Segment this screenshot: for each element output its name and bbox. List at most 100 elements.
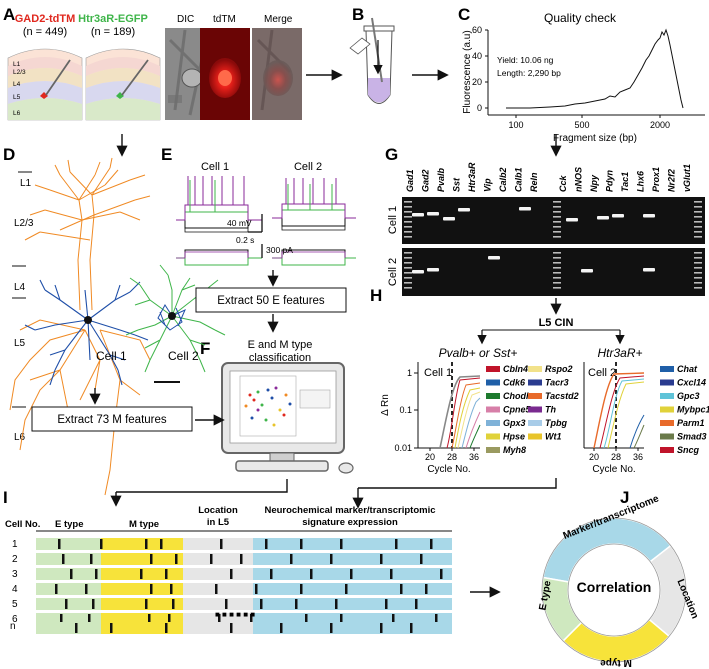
ladder-band bbox=[404, 272, 412, 274]
feature-mark bbox=[230, 623, 233, 633]
feature-mark bbox=[255, 584, 258, 594]
ladder-band bbox=[553, 216, 561, 218]
e-type-cell bbox=[36, 553, 101, 565]
feature-mark bbox=[58, 539, 61, 549]
panel-f: E and M type classification bbox=[195, 339, 354, 474]
legend-swatch bbox=[660, 379, 674, 386]
e-type-cell bbox=[36, 622, 101, 634]
extract-e-box bbox=[195, 287, 347, 313]
h-xtick-r-20: 20 bbox=[589, 452, 599, 462]
feature-mark bbox=[145, 539, 148, 549]
arrows-to-i bbox=[110, 478, 557, 509]
feature-mark bbox=[85, 584, 88, 594]
legend-label: Chodl bbox=[503, 391, 529, 401]
i-col-loc-1: Location bbox=[198, 505, 238, 516]
gene-label: vGlut1 bbox=[682, 164, 692, 192]
ladder-band bbox=[553, 201, 561, 203]
feature-mark bbox=[280, 623, 283, 633]
qc-xtick-2000: 2000 bbox=[650, 120, 670, 130]
ladder-band bbox=[553, 262, 561, 264]
feature-mark bbox=[55, 584, 58, 594]
row-number: 3 bbox=[12, 569, 18, 580]
ladder-band bbox=[694, 216, 702, 218]
legend-swatch bbox=[528, 379, 542, 386]
gene-label: Pdyn bbox=[605, 169, 615, 192]
h-xtick-l-20: 20 bbox=[425, 452, 435, 462]
feature-mark bbox=[390, 569, 393, 579]
legend-label: Tacr3 bbox=[545, 378, 569, 388]
legend-swatch bbox=[528, 406, 542, 413]
panel-j: Correlation Marker/transcriptome Locatio… bbox=[538, 493, 701, 668]
feature-mark bbox=[88, 614, 91, 624]
legend-label: Sncg bbox=[677, 445, 700, 455]
qc-length: Length: 2,290 bp bbox=[497, 68, 561, 78]
ladder-band bbox=[553, 267, 561, 269]
i-col-e: E type bbox=[55, 519, 84, 530]
feature-mark bbox=[310, 569, 313, 579]
panel-label-c: C bbox=[458, 5, 470, 24]
donut-mtype-label: M type bbox=[600, 657, 632, 668]
legend-swatch bbox=[486, 447, 500, 453]
ladder-band bbox=[404, 201, 412, 203]
legend-label: Wt1 bbox=[545, 432, 562, 442]
feature-mark bbox=[60, 614, 63, 624]
panel-label-f: F bbox=[200, 339, 210, 358]
gene-label: Calb1 bbox=[514, 167, 524, 192]
ladder-band bbox=[404, 206, 412, 208]
donut-hole bbox=[567, 543, 661, 637]
m-type-cell bbox=[101, 622, 183, 634]
location-cell bbox=[183, 583, 253, 595]
feature-mark bbox=[395, 539, 398, 549]
feature-mark bbox=[240, 554, 243, 564]
feature-mark bbox=[300, 539, 303, 549]
gel-band bbox=[612, 214, 624, 218]
tdtm-image bbox=[200, 28, 250, 120]
ladder-band bbox=[553, 231, 561, 233]
donut-etype-label: E type bbox=[538, 579, 554, 611]
h-left-title: Pvalb+ or Sst+ bbox=[439, 346, 518, 360]
panel-label-g: G bbox=[385, 145, 398, 164]
ladder-band bbox=[404, 231, 412, 233]
gel-row-label-2: Cell 2 bbox=[387, 258, 399, 286]
legend-swatch bbox=[486, 433, 500, 440]
ladder-band bbox=[694, 231, 702, 233]
row-number: 5 bbox=[12, 599, 18, 610]
gene-label: Lhx6 bbox=[636, 170, 646, 192]
ladder-band bbox=[553, 226, 561, 228]
ladder-band bbox=[404, 236, 412, 238]
feature-mark bbox=[75, 623, 78, 633]
e-type-cell bbox=[36, 568, 101, 580]
i-col-m: M type bbox=[129, 519, 159, 530]
legend-label: Cbln4 bbox=[503, 364, 528, 374]
feature-mark bbox=[330, 623, 333, 633]
feature-mark bbox=[350, 569, 353, 579]
feature-mark bbox=[345, 584, 348, 594]
location-cell bbox=[183, 538, 253, 550]
gene-label: Reln bbox=[529, 172, 539, 192]
panel-d: L1 L2/3 L4 L5 L6 Cell 1 bbox=[9, 134, 226, 496]
ladder-band bbox=[694, 287, 702, 289]
ladder-band bbox=[694, 211, 702, 213]
feature-mark bbox=[168, 614, 171, 624]
legend-label: Cxcl14 bbox=[677, 378, 706, 388]
ladder-band bbox=[404, 257, 412, 259]
legend-label: Mybpc1 bbox=[677, 405, 709, 415]
qpcr-curves-right bbox=[593, 372, 645, 449]
scatter-thumb bbox=[244, 386, 292, 427]
feature-mark bbox=[340, 614, 343, 624]
dic-title: DIC bbox=[177, 14, 194, 25]
legend-label: Cdk6 bbox=[503, 378, 526, 388]
panel-a: GAD2-tdTM (n = 449) Htr3aR-EGFP (n = 189… bbox=[7, 13, 302, 121]
h-ytick-01: 0.1 bbox=[399, 405, 412, 415]
feature-mark bbox=[415, 599, 418, 609]
gel-band bbox=[427, 212, 439, 216]
i-last-row-label: n bbox=[10, 621, 16, 632]
panel-label-i: I bbox=[3, 488, 8, 507]
layer-l6-a: L6 bbox=[13, 110, 21, 117]
qc-trace bbox=[506, 28, 684, 109]
gene-label: Cck bbox=[558, 174, 568, 192]
feature-mark bbox=[260, 599, 263, 609]
